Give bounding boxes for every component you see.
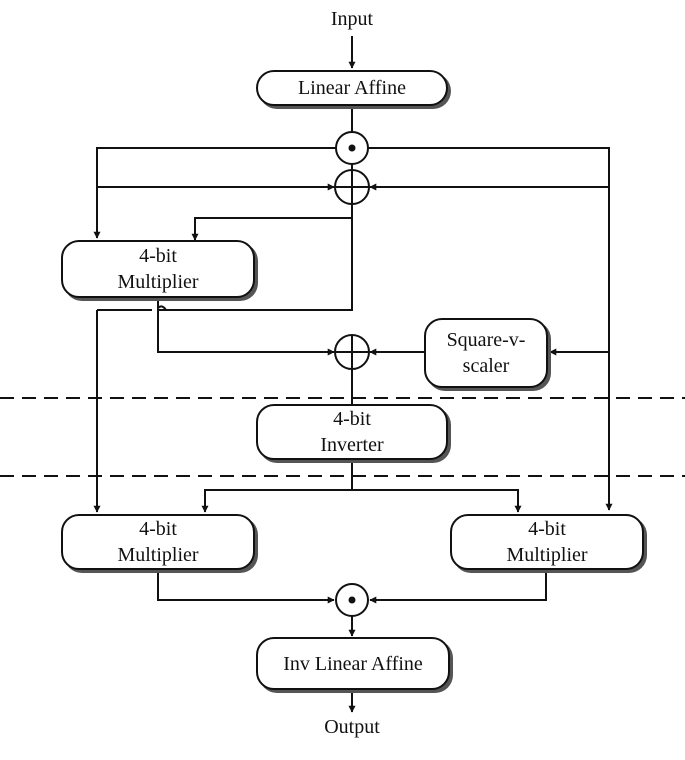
edge-xor-loop <box>162 218 353 311</box>
multiplier-right-line1: 4-bit <box>528 518 566 540</box>
edge-mul-right <box>368 147 613 511</box>
inverter-line2: Inverter <box>320 434 384 456</box>
multiplier-block-left: 4-bit Multiplier <box>61 514 255 570</box>
square-scaler-block: Square-v- scaler <box>424 318 548 388</box>
multiplier-top-line2: Multiplier <box>117 271 199 293</box>
linear-affine-label: Linear Affine <box>298 77 406 99</box>
multiplier-left-line2: Multiplier <box>117 544 199 566</box>
inv-linear-affine-block: Inv Linear Affine <box>256 637 450 690</box>
multiplier-block-top: 4-bit Multiplier <box>61 240 255 298</box>
multiplier-left-line1: 4-bit <box>139 518 177 540</box>
inv-linear-affine-label: Inv Linear Affine <box>283 652 423 675</box>
edge-mr-final <box>369 570 547 604</box>
edge-xor-mult <box>191 204 353 241</box>
edge-inv-left <box>201 489 352 513</box>
multiplier-block-right: 4-bit Multiplier <box>450 514 644 570</box>
inverter-block: 4-bit Inverter <box>256 404 448 460</box>
edge-ml-final <box>157 570 335 604</box>
square-scaler-line1: Square-v- <box>446 329 526 351</box>
edge-mul-left <box>93 147 336 239</box>
square-scaler-line2: scaler <box>462 355 510 377</box>
edge-mult-xor2 <box>157 298 335 356</box>
inverter-line1: 4-bit <box>333 408 371 430</box>
multiplier-top-line1: 4-bit <box>139 245 177 267</box>
input-label: Input <box>330 8 374 30</box>
output-label: Output <box>324 716 380 738</box>
linear-affine-block: Linear Affine <box>256 70 448 106</box>
edge-inv-right <box>352 489 522 513</box>
multiplier-right-line2: Multiplier <box>506 544 588 566</box>
